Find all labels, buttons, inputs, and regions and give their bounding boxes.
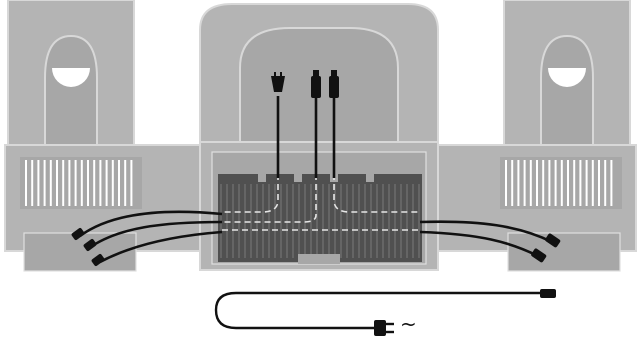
right-vent-slats [505, 160, 613, 206]
amplifier-heatsink [218, 174, 422, 262]
heatsink-notch [298, 254, 340, 264]
left-plug-icon-3 [91, 254, 105, 266]
left-speaker-cables [79, 210, 223, 264]
left-plug-icon-2 [83, 239, 97, 251]
left-speaker [4, 0, 207, 272]
left-connector-panel [23, 232, 137, 272]
audio-plug-icon [271, 76, 285, 92]
power-connector-icon [540, 289, 556, 298]
left-speaker-driver-arch [44, 34, 98, 149]
right-speaker-plugs [531, 233, 561, 263]
input-cables [271, 70, 339, 178]
right-plug-icon-1 [545, 233, 561, 248]
left-tweeter-icon [52, 68, 90, 87]
right-plug-icon-2 [531, 248, 547, 263]
power-cord [214, 289, 556, 336]
right-tweeter-icon [548, 68, 586, 87]
ac-power-symbol: ~ [400, 312, 417, 336]
right-speaker [435, 0, 637, 272]
right-speaker-driver-arch [540, 34, 594, 149]
power-plug-icon [374, 320, 386, 336]
left-vent-slats [25, 160, 133, 206]
left-speaker-plugs [71, 228, 105, 266]
left-plug-icon-1 [71, 228, 85, 240]
rca-plug-icon-1 [311, 76, 321, 98]
cable-routes [222, 174, 420, 231]
right-connector-panel [507, 232, 621, 272]
right-speaker-cables [419, 220, 553, 258]
rca-plug-icon-2 [329, 76, 339, 98]
